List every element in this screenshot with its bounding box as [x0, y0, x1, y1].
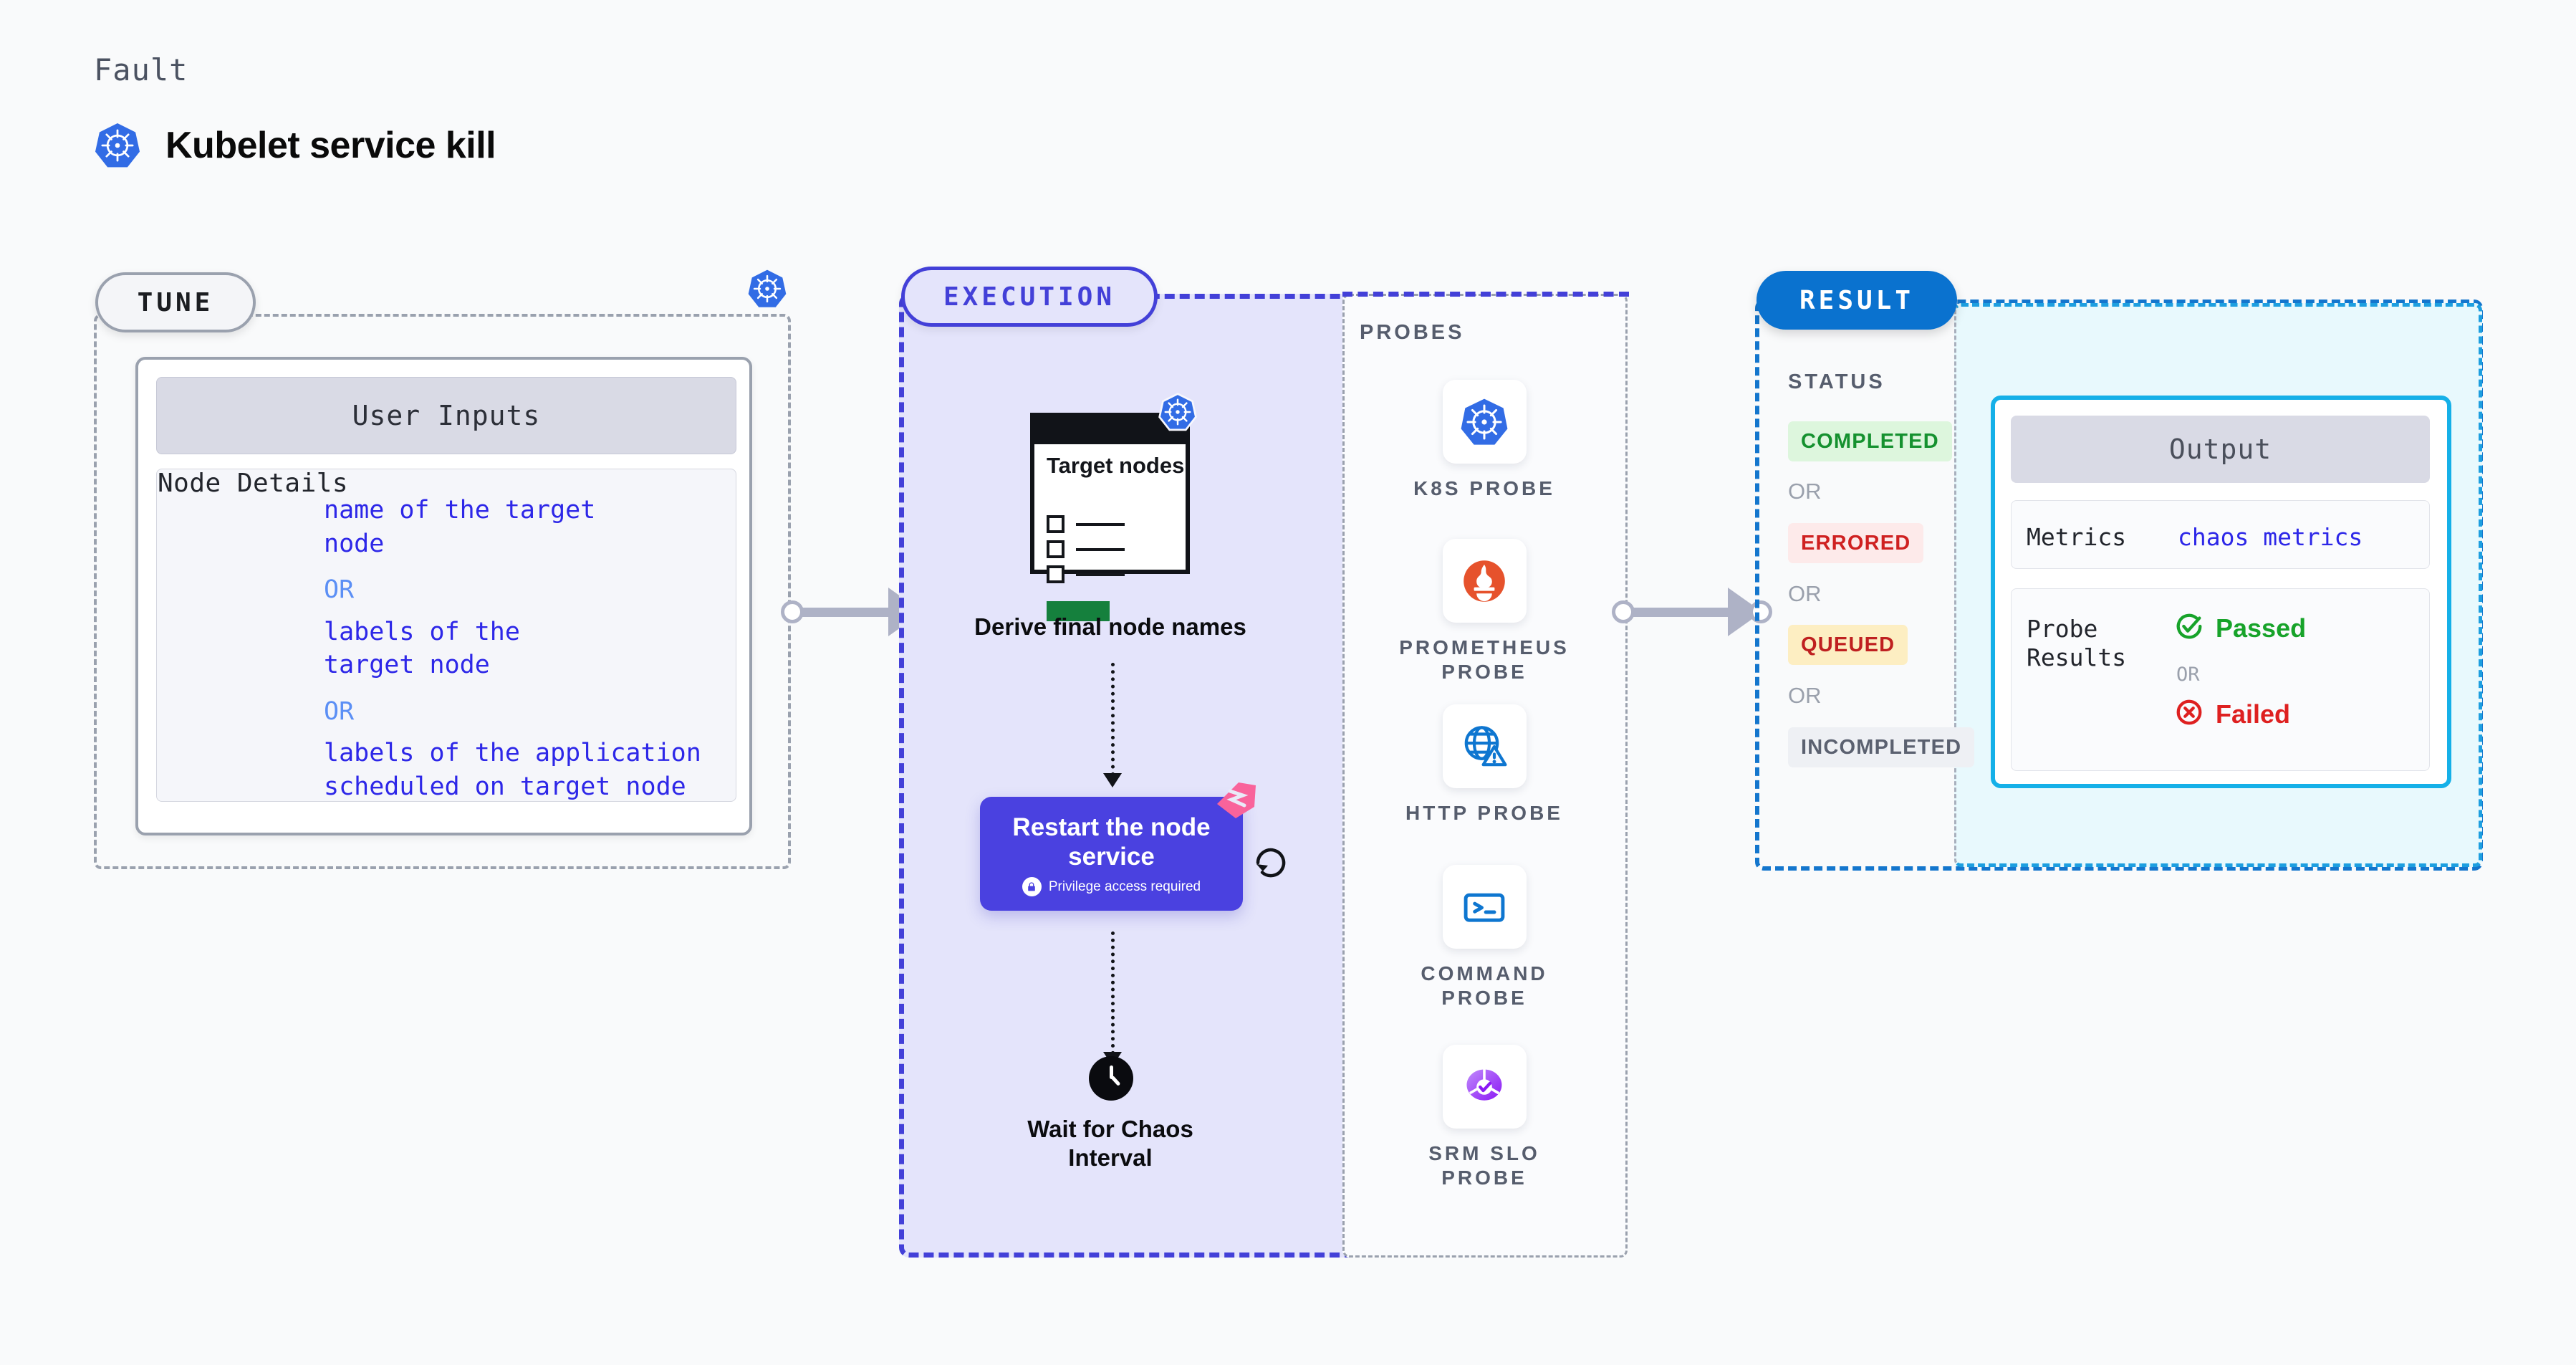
checkbox-icon: [1047, 540, 1064, 558]
restart-node-service-title: Restart the node service: [1012, 813, 1211, 871]
target-nodes-title: Target nodes: [1047, 453, 1185, 478]
user-inputs-header: User Inputs: [156, 377, 736, 454]
kubernetes-icon: [1442, 380, 1527, 464]
panel-divider: [1342, 292, 1629, 297]
check-circle-icon: [2174, 611, 2204, 645]
terminal-icon: [1442, 865, 1527, 949]
node-details-label: Node Details: [158, 469, 349, 498]
value-line: labels of the application: [324, 739, 701, 768]
probe-label: K8S PROBE: [1413, 477, 1555, 499]
status-badge-errored: ERRORED: [1788, 523, 1924, 563]
page-title-row: Kubelet service kill: [94, 122, 496, 169]
probe-label: SRM SLO PROBE: [1428, 1142, 1540, 1189]
output-header: Output: [2011, 416, 2430, 483]
list-item: [1047, 515, 1125, 533]
value-line: name of the target: [324, 496, 596, 525]
failed-label: Failed: [2216, 699, 2291, 729]
metrics-label: Metrics: [2027, 523, 2127, 551]
globe-warning-icon: [1442, 704, 1527, 788]
flow-arrow-head: [1103, 773, 1122, 787]
list-item: [1047, 540, 1125, 558]
status-badge-completed: COMPLETED: [1788, 421, 1952, 461]
refresh-icon: [1252, 844, 1289, 885]
x-circle-icon: [2174, 697, 2204, 731]
metrics-row: [2011, 500, 2430, 569]
probes-title: PROBES: [1360, 321, 1465, 344]
tune-stage-badge[interactable]: TUNE: [95, 272, 256, 332]
or-separator: OR: [1788, 581, 1822, 606]
output-card: Output Metrics chaos metrics Probe Resul…: [1991, 396, 2451, 788]
status-title: STATUS: [1788, 370, 1885, 393]
clock-icon: [1089, 1056, 1133, 1101]
value-line: scheduled on target node: [324, 772, 686, 801]
user-inputs-card: User Inputs name of the target node OR l…: [135, 357, 752, 835]
privilege-note-text: Privilege access required: [1048, 878, 1201, 894]
or-separator: OR: [2176, 664, 2200, 686]
user-inputs-body: name of the target node OR labels of the…: [156, 469, 736, 802]
kubernetes-icon: [94, 122, 141, 169]
probe-results-row: [2011, 588, 2430, 771]
target-nodes-card: Target nodes: [1030, 413, 1190, 621]
page-eyebrow: Fault: [94, 52, 188, 87]
privilege-note: Privilege access required: [980, 877, 1243, 896]
probe-result-failed: Failed: [2174, 697, 2290, 731]
probe-item-http[interactable]: HTTP PROBE: [1398, 704, 1570, 825]
or-separator: OR: [1788, 683, 1822, 708]
restart-node-service-card[interactable]: Restart the node service Privilege acces…: [980, 797, 1243, 911]
value-line: target node: [324, 651, 490, 680]
tune-panel: [94, 314, 791, 869]
progress-bar: [1047, 601, 1110, 621]
kubernetes-icon: [1158, 393, 1197, 435]
probe-results-label: Probe Results: [2027, 615, 2127, 672]
probe-item-prometheus[interactable]: PROMETHEUS PROBE: [1398, 539, 1570, 684]
or-separator: OR: [324, 575, 355, 605]
prometheus-icon: [1442, 539, 1527, 623]
kubernetes-icon: [747, 269, 787, 312]
metrics-value[interactable]: chaos metrics: [2178, 523, 2363, 551]
value-line: labels of the: [324, 617, 520, 646]
list-item: [1047, 565, 1125, 583]
page-title: Kubelet service kill: [165, 125, 496, 166]
wait-chaos-interval-caption: Wait for Chaos Interval: [1027, 1116, 1193, 1172]
checkbox-icon: [1047, 515, 1064, 533]
lock-icon: [1022, 877, 1042, 896]
or-separator: OR: [324, 696, 355, 726]
probe-label: COMMAND PROBE: [1421, 962, 1548, 1010]
probe-label: PROMETHEUS PROBE: [1399, 636, 1570, 684]
line-placeholder: [1076, 573, 1125, 576]
checkbox-icon: [1047, 565, 1064, 583]
or-separator: OR: [1788, 479, 1822, 504]
line-placeholder: [1076, 547, 1125, 551]
value-line: node: [324, 529, 385, 558]
node-details-values: name of the target node OR labels of the…: [324, 494, 725, 803]
chaos-ribbon-icon: [1214, 781, 1259, 825]
flow-arrow-line: [1111, 931, 1115, 1055]
flow-arrow-line: [1111, 663, 1115, 776]
probe-label: HTTP PROBE: [1405, 802, 1563, 824]
checkbox-list: [1047, 515, 1125, 590]
probe-item-command[interactable]: COMMAND PROBE: [1398, 865, 1570, 1010]
srm-slo-icon: [1442, 1045, 1527, 1129]
card-title-bar: [1034, 417, 1186, 444]
probe-item-srm-slo[interactable]: SRM SLO PROBE: [1398, 1045, 1570, 1190]
result-stage-badge[interactable]: RESULT: [1756, 271, 1957, 330]
passed-label: Passed: [2216, 613, 2307, 643]
probe-result-passed: Passed: [2174, 611, 2306, 645]
probe-item-k8s[interactable]: K8S PROBE: [1398, 380, 1570, 501]
execution-stage-badge[interactable]: EXECUTION: [901, 267, 1158, 327]
status-badge-incompleted: INCOMPLETED: [1788, 727, 1975, 767]
derive-node-names-caption: Derive final node names: [974, 613, 1246, 640]
status-badge-queued: QUEUED: [1788, 625, 1908, 665]
line-placeholder: [1076, 522, 1125, 526]
